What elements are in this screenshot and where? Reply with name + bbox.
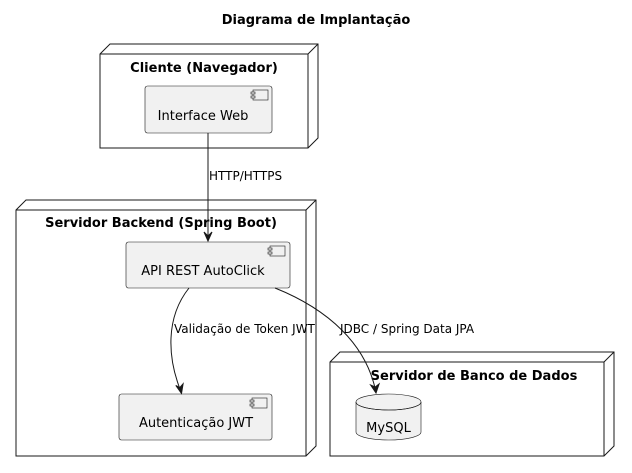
node-client-label: Cliente (Navegador)	[130, 61, 278, 76]
edge-jdbc: JDBC / Spring Data JPA	[274, 287, 475, 395]
edge-token: Validação de Token JWT	[170, 287, 316, 395]
diagram-title: Diagrama de Implantação	[222, 13, 411, 28]
component-web-ui: Interface Web	[144, 85, 273, 134]
node-database-server-label: Servidor de Banco de Dados	[371, 369, 578, 384]
database-icon	[355, 393, 422, 441]
edge-jdbc-label: JDBC / Spring Data JPA	[339, 322, 475, 336]
node-backend-label: Servidor Backend (Spring Boot)	[45, 216, 277, 231]
component-icon	[249, 397, 268, 409]
component-web-ui-label: Interface Web	[158, 109, 249, 124]
component-icon	[267, 245, 286, 257]
database-mysql: MySQL	[355, 393, 422, 441]
edge-http-label: HTTP/HTTPS	[209, 169, 282, 183]
component-jwt-auth-label: Autenticação JWT	[139, 416, 253, 431]
component-jwt-auth: Autenticação JWT	[118, 393, 273, 441]
database-mysql-label: MySQL	[366, 421, 411, 436]
edge-http: HTTP/HTTPS	[203, 133, 282, 243]
component-rest-api-label: API REST AutoClick	[141, 264, 265, 279]
edge-token-label: Validação de Token JWT	[174, 322, 316, 336]
component-icon	[250, 89, 269, 101]
component-rest-api: API REST AutoClick	[125, 241, 291, 289]
